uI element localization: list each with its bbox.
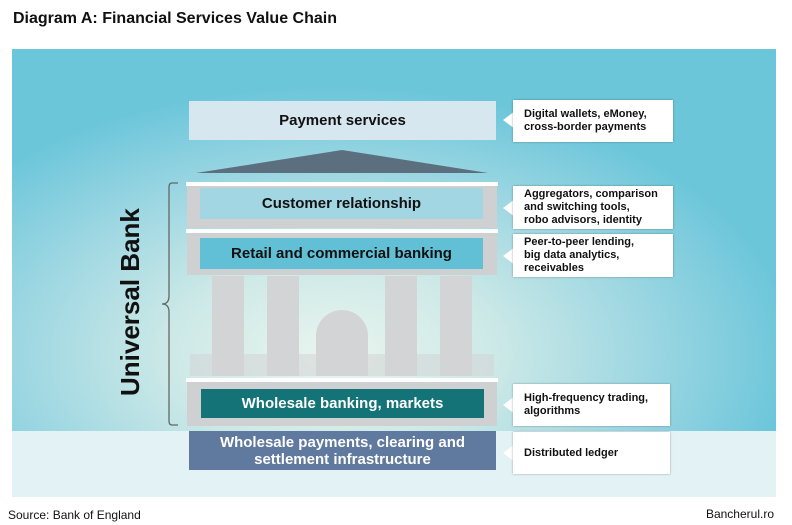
roof-ledge (186, 182, 498, 186)
customer-callout-line1: Aggregators, comparison (524, 188, 658, 200)
wholesale-banking-box: Wholesale banking, markets (201, 389, 484, 418)
customer-relationship-box: Customer relationship (200, 188, 483, 219)
retail-banking-box: Retail and commercial banking (200, 238, 483, 269)
wholesale-banking-callout-line2: algorithms (524, 405, 581, 417)
tier-ledge (186, 229, 498, 233)
retail-callout-line2: big data analytics, (524, 249, 620, 261)
payment-callout-line2: cross-border payments (524, 121, 647, 133)
universal-bank-label: Universal Bank (115, 208, 145, 396)
payment-callout-line1: Digital wallets, eMoney, (524, 108, 647, 120)
base-ledge (186, 378, 498, 382)
retail-callout-line1: Peer-to-peer lending, (524, 236, 635, 248)
bank-roof (196, 150, 488, 173)
wholesale-payments-callout-line1: Distributed ledger (524, 446, 619, 459)
customer-callout-line2: and switching tools, (524, 201, 630, 213)
payment-services-box: Payment services (189, 101, 496, 140)
bank-base-shadow (190, 354, 494, 376)
customer-callout-line3: robo advisors, identity (524, 214, 642, 226)
diagram-title: Diagram A: Financial Services Value Chai… (13, 10, 337, 27)
payment-services-label: Payment services (279, 112, 406, 129)
wholesale-payments-box: Wholesale payments, clearing and settlem… (189, 431, 496, 470)
universal-bank-brace (161, 182, 178, 426)
wholesale-banking-label: Wholesale banking, markets (241, 395, 444, 412)
customer-relationship-label: Customer relationship (261, 195, 422, 212)
wholesale-payments-label-line1: Wholesale payments, clearing and (219, 433, 466, 451)
wholesale-banking-callout-line1: High-frequency trading, (524, 392, 649, 404)
wholesale-payments-label-line2: settlement infrastructure (254, 450, 431, 468)
retail-callout-line3: receivables (524, 262, 584, 274)
site-credit: Bancherul.ro (705, 507, 774, 521)
source-note: Source: Bank of England (8, 508, 141, 522)
retail-banking-label: Retail and commercial banking (231, 245, 452, 262)
